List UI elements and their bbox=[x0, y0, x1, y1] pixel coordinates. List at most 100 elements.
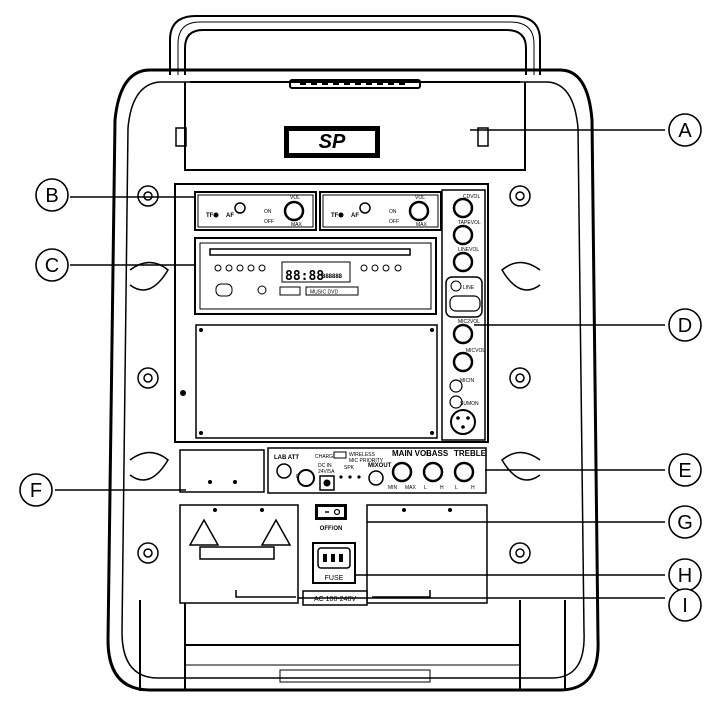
player-buttons[interactable] bbox=[214, 264, 402, 272]
bass-h: H bbox=[440, 485, 444, 491]
mic-priority-label: MIC PRIORITY bbox=[349, 458, 384, 464]
sumon-jack[interactable] bbox=[449, 395, 463, 409]
svg-text:B: B bbox=[45, 185, 58, 207]
lcd-right: 888888 bbox=[322, 274, 343, 280]
cabinet-body bbox=[106, 68, 600, 692]
lcd-digits: 88:88 bbox=[285, 269, 324, 284]
rx-left-tf: TF bbox=[206, 213, 214, 219]
side-screws bbox=[129, 185, 541, 564]
rx-left-af-knob[interactable] bbox=[234, 202, 246, 214]
lcd-display bbox=[281, 261, 351, 283]
callouts: A B C D E F G H I bbox=[19, 113, 702, 622]
mic2-vol-knob[interactable] bbox=[452, 323, 474, 345]
treble-l: L bbox=[455, 485, 458, 491]
spk-label: SPK bbox=[344, 465, 355, 471]
rx-left-on: ON bbox=[264, 209, 272, 215]
callout-h: H bbox=[668, 558, 702, 592]
cdvol-label: CDVOL bbox=[463, 194, 480, 200]
treble-h: H bbox=[471, 485, 475, 491]
priority-switch[interactable] bbox=[333, 451, 347, 459]
tape-vol-knob[interactable] bbox=[452, 224, 474, 246]
line-vol-knob[interactable] bbox=[452, 251, 474, 273]
rx-left-vol-knob[interactable] bbox=[283, 200, 305, 222]
ac-inlet-group: FUSE AC 100-240V bbox=[302, 542, 368, 606]
linevol-label: LINEVOL bbox=[458, 247, 479, 253]
svg-text:F: F bbox=[30, 480, 42, 502]
svg-text:I: I bbox=[682, 595, 688, 617]
line-in-jack[interactable] bbox=[450, 280, 462, 292]
micin-label: MICIN bbox=[460, 378, 475, 384]
callout-e: E bbox=[668, 453, 702, 487]
mixout-jack[interactable] bbox=[368, 470, 384, 486]
rx-left-max: MAX bbox=[291, 222, 303, 228]
callout-f: F bbox=[19, 473, 53, 507]
lab-att-button[interactable] bbox=[276, 463, 292, 479]
mic2vol-label: MIC2VOL bbox=[458, 319, 480, 325]
rx-right-vol-knob[interactable] bbox=[408, 200, 430, 222]
front-panel bbox=[174, 183, 489, 443]
line-in-port[interactable] bbox=[449, 295, 481, 312]
rx-right-af-knob[interactable] bbox=[359, 202, 371, 214]
mixout-label: MIXOUT bbox=[368, 463, 392, 469]
player-eject-button[interactable] bbox=[215, 283, 233, 297]
callout-a: A bbox=[668, 113, 702, 147]
svg-text:C: C bbox=[45, 255, 59, 277]
off-on-label: OFF/ON bbox=[320, 526, 343, 532]
sumon-label: SUMON bbox=[460, 401, 479, 407]
dc-volt-label: 24V/5A bbox=[318, 469, 335, 475]
rx-right-af: AF bbox=[351, 213, 359, 219]
dvd-player: 88:88 888888 MUSIC DVD bbox=[194, 237, 437, 315]
rx-right-tf: TF bbox=[331, 213, 339, 219]
main-vol-max: MAX bbox=[405, 485, 417, 491]
tapevol-label: TAPEVOL bbox=[458, 220, 481, 226]
svg-text:H: H bbox=[678, 565, 692, 587]
mic-vol-knob[interactable] bbox=[452, 351, 474, 373]
callout-b: B bbox=[35, 178, 69, 212]
carry-handle bbox=[169, 15, 541, 89]
disc-slot[interactable] bbox=[209, 248, 411, 256]
wireless-receiver-right: TF AF VOL MAX ON OFF bbox=[319, 191, 442, 231]
wireless-label: WIRELESS bbox=[349, 452, 376, 458]
charge-label: CHARGE bbox=[315, 454, 337, 460]
bass-label: BASS bbox=[426, 449, 449, 458]
battery-cover bbox=[179, 449, 265, 493]
power-switch-group: OFF/ON bbox=[315, 504, 347, 532]
rx-right-max: MAX bbox=[416, 222, 428, 228]
grille-panel bbox=[180, 324, 438, 439]
treble-knob[interactable] bbox=[453, 461, 475, 483]
wireless-receiver-left: TF AF VOL MAX ON OFF bbox=[194, 191, 317, 231]
ac-rating-label: AC 100-240V bbox=[314, 596, 356, 603]
svg-text:G: G bbox=[677, 512, 693, 534]
rx-right-vol: VOL bbox=[415, 195, 425, 201]
main-vol-label: MAIN VOL bbox=[392, 449, 431, 458]
rx-left-vol: VOL bbox=[290, 195, 300, 201]
callout-c: C bbox=[35, 248, 69, 282]
mic-in-jack[interactable] bbox=[449, 379, 463, 393]
rx-right-off: OFF bbox=[389, 219, 399, 225]
logo-text: SP bbox=[319, 131, 346, 153]
leader-lines bbox=[55, 129, 665, 599]
svg-text:D: D bbox=[678, 315, 692, 337]
usb-port-icon[interactable] bbox=[257, 285, 267, 295]
rx-right-on: ON bbox=[389, 209, 397, 215]
fuse-label: FUSE bbox=[325, 575, 344, 582]
main-vol-knob[interactable] bbox=[391, 461, 413, 483]
cd-vol-knob[interactable] bbox=[452, 197, 474, 219]
treble-label: TREBLE bbox=[454, 449, 487, 458]
callout-d: D bbox=[668, 308, 702, 342]
callout-g: G bbox=[668, 505, 702, 539]
xlr-input[interactable] bbox=[450, 409, 476, 435]
svg-text:A: A bbox=[678, 120, 692, 142]
mixer-strip: CDVOL TAPEVOL LINEVOL LINE MIC2VOL MICVO… bbox=[441, 189, 486, 441]
rx-left-off: OFF bbox=[264, 219, 274, 225]
callout-i: I bbox=[668, 588, 702, 622]
micvol-label: MICVOL bbox=[466, 348, 485, 354]
ext-jack[interactable] bbox=[297, 469, 315, 487]
brand-logo: SP bbox=[284, 126, 380, 158]
sd-slot[interactable] bbox=[279, 286, 301, 296]
bass-l: L bbox=[424, 485, 427, 491]
line-label: LINE bbox=[463, 285, 475, 291]
lab-att-label: LAB ATT bbox=[274, 455, 299, 461]
bass-knob[interactable] bbox=[422, 461, 444, 483]
